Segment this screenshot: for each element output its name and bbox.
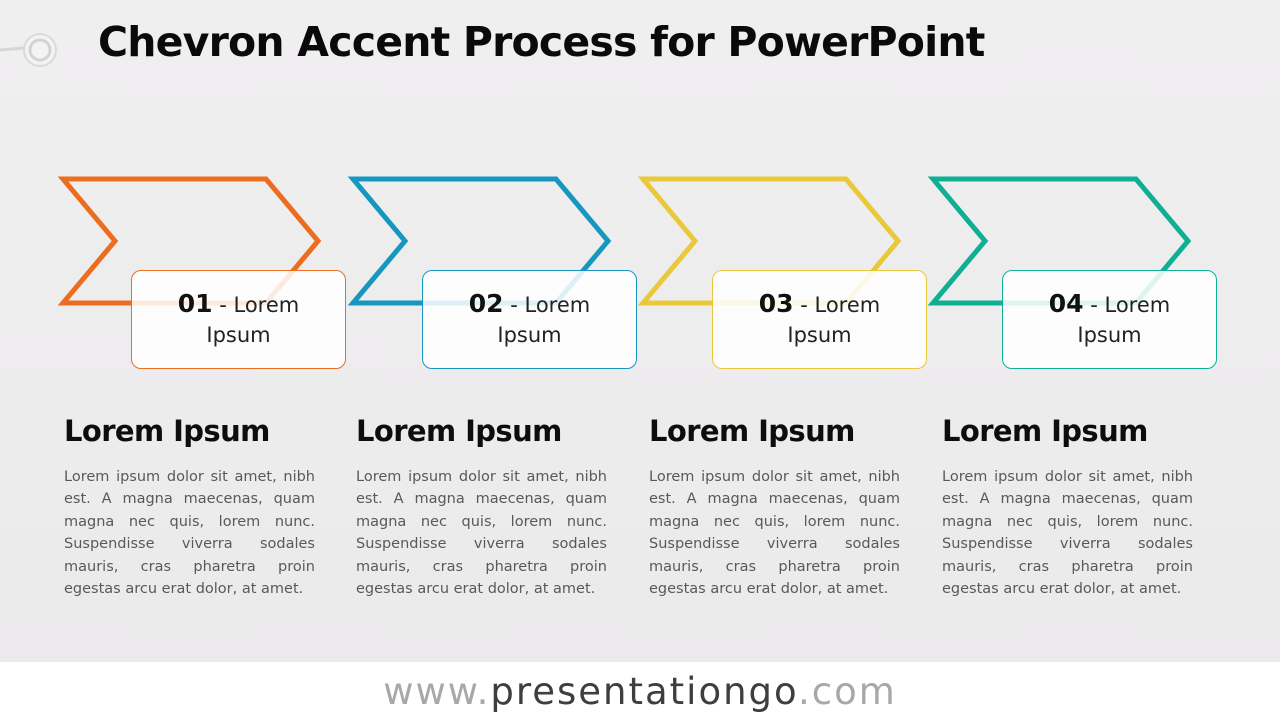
step-heading-2: Lorem Ipsum: [356, 414, 562, 448]
step-number-3: 03: [758, 289, 794, 318]
step-description-2: Lorem ipsum dolor sit amet, nibh est. A …: [356, 469, 607, 598]
step-box-2: 02 - Lorem Ipsum: [422, 270, 637, 369]
footer-url-prefix: www.: [383, 669, 491, 713]
page-title: Chevron Accent Process for PowerPoint: [98, 18, 985, 66]
pin-icon: [0, 33, 57, 67]
step-number-1: 01: [177, 289, 213, 318]
step-description-4: Lorem ipsum dolor sit amet, nibh est. A …: [942, 469, 1193, 598]
step-box-1: 01 - Lorem Ipsum: [131, 270, 346, 369]
footer-url-brand: presentationgo: [490, 669, 799, 713]
footer-url[interactable]: www.presentationgo.com: [383, 670, 897, 713]
step-label-4: 04 - Lorem Ipsum: [1025, 289, 1194, 350]
step-number-4: 04: [1048, 289, 1084, 318]
step-box-4: 04 - Lorem Ipsum: [1002, 270, 1217, 369]
footer-url-suffix: .com: [798, 669, 897, 713]
step-description-1: Lorem ipsum dolor sit amet, nibh est. A …: [64, 469, 315, 598]
footer: www.presentationgo.com: [0, 662, 1280, 720]
step-box-3: 03 - Lorem Ipsum: [712, 270, 927, 369]
step-text-4: - Lorem Ipsum: [1077, 293, 1171, 347]
step-text-2: - Lorem Ipsum: [497, 293, 591, 347]
step-text-1: - Lorem Ipsum: [206, 293, 300, 347]
slide: Chevron Accent Process for PowerPoint 01…: [0, 18, 1217, 598]
step-label-3: 03 - Lorem Ipsum: [735, 289, 904, 350]
step-label-1: 01 - Lorem Ipsum: [154, 289, 323, 350]
step-description-3: Lorem ipsum dolor sit amet, nibh est. A …: [649, 469, 900, 598]
step-heading-4: Lorem Ipsum: [942, 414, 1148, 448]
step-label-2: 02 - Lorem Ipsum: [445, 289, 614, 350]
step-text-3: - Lorem Ipsum: [787, 293, 881, 347]
step-heading-3: Lorem Ipsum: [649, 414, 855, 448]
step-number-2: 02: [468, 289, 504, 318]
step-heading-1: Lorem Ipsum: [64, 414, 270, 448]
